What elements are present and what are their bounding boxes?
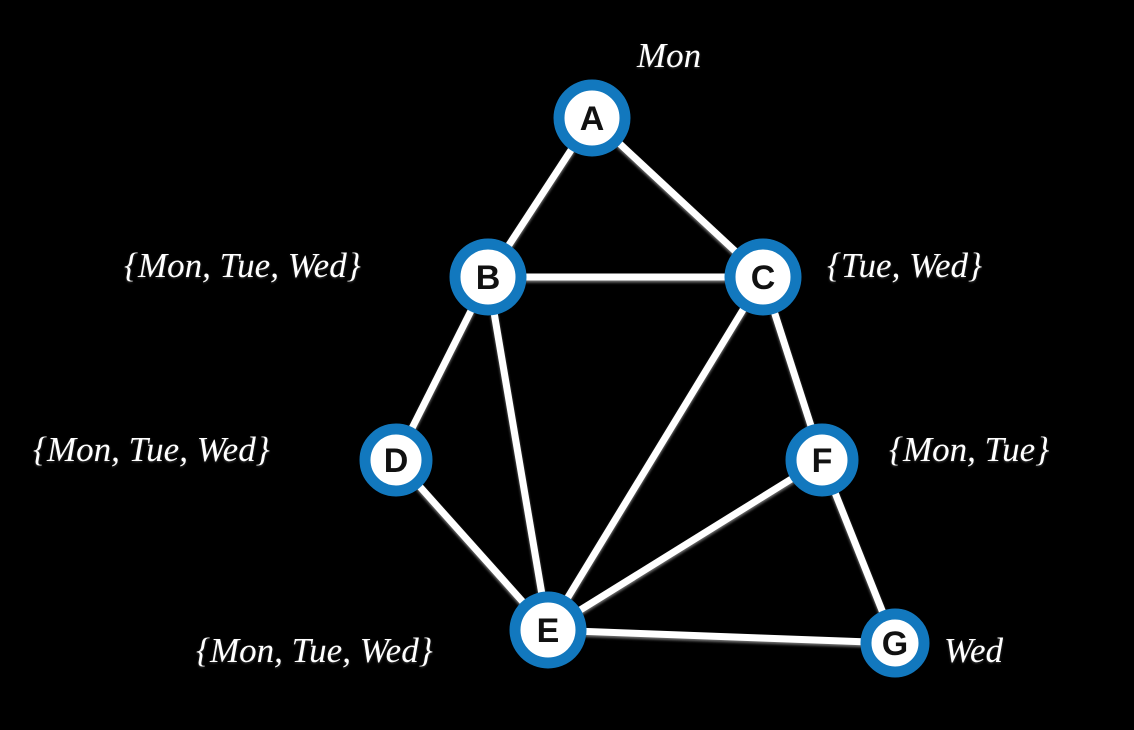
domain-label-g: Wed <box>944 631 1003 670</box>
node-label-f: F <box>812 442 833 480</box>
node-label-b: B <box>476 259 501 297</box>
node-b[interactable]: B <box>449 238 527 316</box>
domain-label-f: {Mon, Tue} <box>889 430 1050 469</box>
node-label-e: E <box>537 612 560 650</box>
edge-a-c <box>616 140 739 255</box>
node-circle-f[interactable] <box>785 423 859 497</box>
node-label-d: D <box>384 442 409 480</box>
node-circle-d[interactable] <box>359 423 433 497</box>
domain-label-b: {Mon, Tue, Wed} <box>124 246 361 285</box>
edge-b-d <box>408 308 475 431</box>
nodes-layer: A B C D E F G <box>359 79 930 678</box>
edge-d-e <box>416 483 527 606</box>
edge-c-e <box>563 306 748 601</box>
node-label-a: A <box>580 100 605 138</box>
node-a[interactable]: A <box>553 79 631 157</box>
edge-f-g <box>831 490 887 615</box>
node-circle-b[interactable] <box>449 238 527 316</box>
domain-label-e: {Mon, Tue, Wed} <box>196 631 433 670</box>
node-g[interactable]: G <box>860 608 930 678</box>
node-d[interactable]: D <box>359 423 433 497</box>
edge-e-g <box>584 627 863 646</box>
node-circle-g[interactable] <box>860 608 930 678</box>
node-label-c: C <box>751 259 776 297</box>
node-circle-e[interactable] <box>509 591 587 669</box>
node-label-g: G <box>882 625 908 663</box>
edge-e-f <box>577 475 795 614</box>
node-e[interactable]: E <box>509 591 587 669</box>
node-circle-c[interactable] <box>724 238 802 316</box>
domain-label-c: {Tue, Wed} <box>827 246 983 285</box>
node-circle-a[interactable] <box>553 79 631 157</box>
node-f[interactable]: F <box>785 423 859 497</box>
edge-c-f <box>770 310 815 429</box>
domain-label-a: Mon <box>637 36 702 75</box>
edge-a-b <box>505 146 575 249</box>
node-c[interactable]: C <box>724 238 802 316</box>
edge-b-e <box>490 312 546 595</box>
edges-layer <box>408 140 887 646</box>
domain-label-d: {Mon, Tue, Wed} <box>33 430 270 469</box>
